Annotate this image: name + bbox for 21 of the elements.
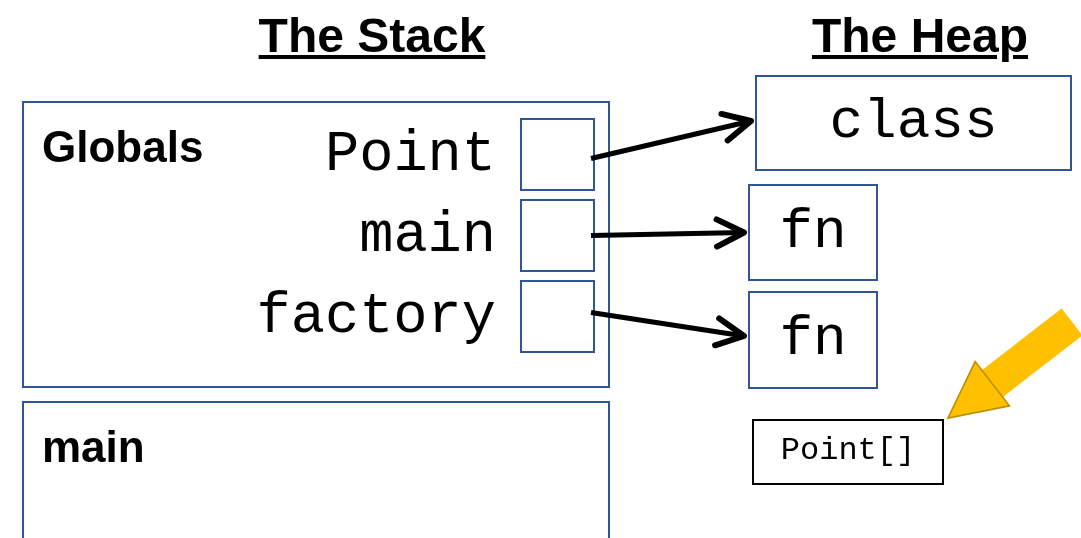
object-label: fn bbox=[779, 203, 847, 260]
variable-name: factory bbox=[256, 288, 496, 345]
heap-object-box bbox=[748, 291, 878, 389]
arrow bbox=[590, 111, 754, 161]
variable-name: Point bbox=[324, 126, 496, 183]
section-heading: The Heap bbox=[812, 12, 1028, 60]
arrow bbox=[590, 216, 747, 250]
stack-frame-box bbox=[22, 401, 610, 538]
heap-object-box bbox=[755, 75, 1072, 171]
object-label: class bbox=[829, 93, 998, 150]
stack-frame-box bbox=[22, 101, 610, 388]
frame-title: Globals bbox=[42, 125, 204, 169]
frame-title: main bbox=[42, 425, 145, 469]
heap-object-box bbox=[752, 419, 944, 485]
section-heading: The Stack bbox=[258, 12, 486, 60]
heap-object-box bbox=[748, 184, 878, 281]
variable-name: main bbox=[359, 207, 496, 264]
arrow bbox=[590, 310, 747, 349]
object-label: fn bbox=[779, 310, 847, 367]
object-label: Point[] bbox=[780, 435, 916, 468]
highlight-arrow bbox=[947, 308, 1081, 419]
